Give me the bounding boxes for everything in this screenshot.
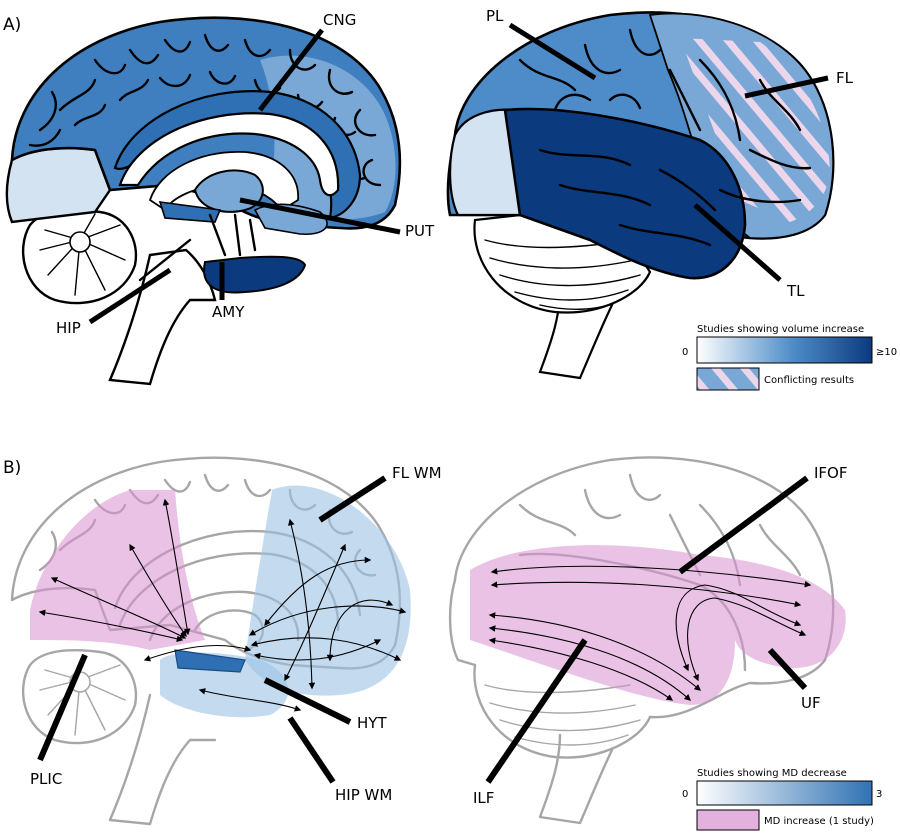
a-legend-conflict: Conflicting results (764, 375, 854, 386)
pl-pointer (508, 22, 597, 81)
label-hip: HIP (56, 319, 81, 337)
ifof-pointer (678, 475, 809, 575)
a-legend-min: 0 (682, 347, 688, 358)
b-legend: Studies showing MD decrease 0 3 MD incre… (682, 768, 882, 831)
panel-b-label: B) (3, 458, 21, 478)
a-legend-max: ≥10 (876, 347, 897, 358)
ilf-pointer (485, 638, 588, 784)
plic-pointer (37, 653, 88, 762)
label-amy: AMY (212, 303, 245, 321)
fl-wm-pointer (318, 475, 387, 523)
hyt-pointer (263, 677, 352, 725)
a-medial-labels: CNG PUT HIP AMY (56, 11, 435, 337)
uf-pointer (767, 647, 808, 691)
label-cng: CNG (323, 11, 356, 29)
label-fl: FL (836, 69, 854, 87)
label-pl: PL (486, 7, 504, 25)
b-legend-pink-swatch (696, 809, 760, 831)
b-legend-max: 3 (876, 789, 882, 800)
a-legend-title: Studies showing volume increase (697, 324, 864, 335)
cng-pointer (258, 28, 324, 112)
label-put: PUT (405, 222, 435, 240)
a-amygdala (203, 255, 307, 294)
hip-wm-pointer (287, 716, 336, 784)
label-uf: UF (801, 694, 821, 712)
b-lateral-labels: IFOF UF ILF (473, 464, 848, 807)
a-medial-brain (5, 16, 402, 386)
label-hip-wm: HIP WM (335, 786, 392, 804)
label-plic: PLIC (30, 770, 62, 788)
b-legend-min: 0 (682, 789, 688, 800)
panel-a-label: A) (3, 15, 21, 35)
b-medial-tracts (38, 498, 407, 712)
a-lateral-occipital (449, 108, 522, 217)
b-lateral-tracts (488, 565, 812, 701)
hip-pointer (88, 267, 172, 325)
a-legend-hatch-swatch (696, 367, 760, 391)
fl-pointer (744, 75, 829, 99)
label-ifof: IFOF (814, 464, 848, 482)
b-legend-increase: MD increase (1 study) (764, 816, 874, 827)
a-lateral-labels: PL FL TL (486, 7, 854, 300)
a-legend-gradient (696, 336, 873, 364)
a-legend: Studies showing volume increase 0 ≥10 Co… (682, 324, 897, 391)
tl-pointer (693, 203, 782, 282)
a-hippocampus (158, 201, 222, 223)
put-pointer (239, 197, 401, 235)
b-legend-title: Studies showing MD decrease (697, 768, 847, 779)
label-hyt: HYT (357, 714, 387, 732)
label-ilf: ILF (473, 789, 494, 807)
a-corpus-callosum (118, 112, 340, 197)
a-temporal-lobe (503, 107, 747, 280)
b-legend-gradient (696, 780, 873, 806)
label-fl-wm: FL WM (392, 464, 442, 482)
a-occipital-region (5, 146, 112, 224)
b-lateral-brain (448, 456, 835, 825)
label-tl: TL (786, 282, 805, 300)
b-medial-labels: FL WM PLIC HYT HIP WM (30, 464, 442, 804)
